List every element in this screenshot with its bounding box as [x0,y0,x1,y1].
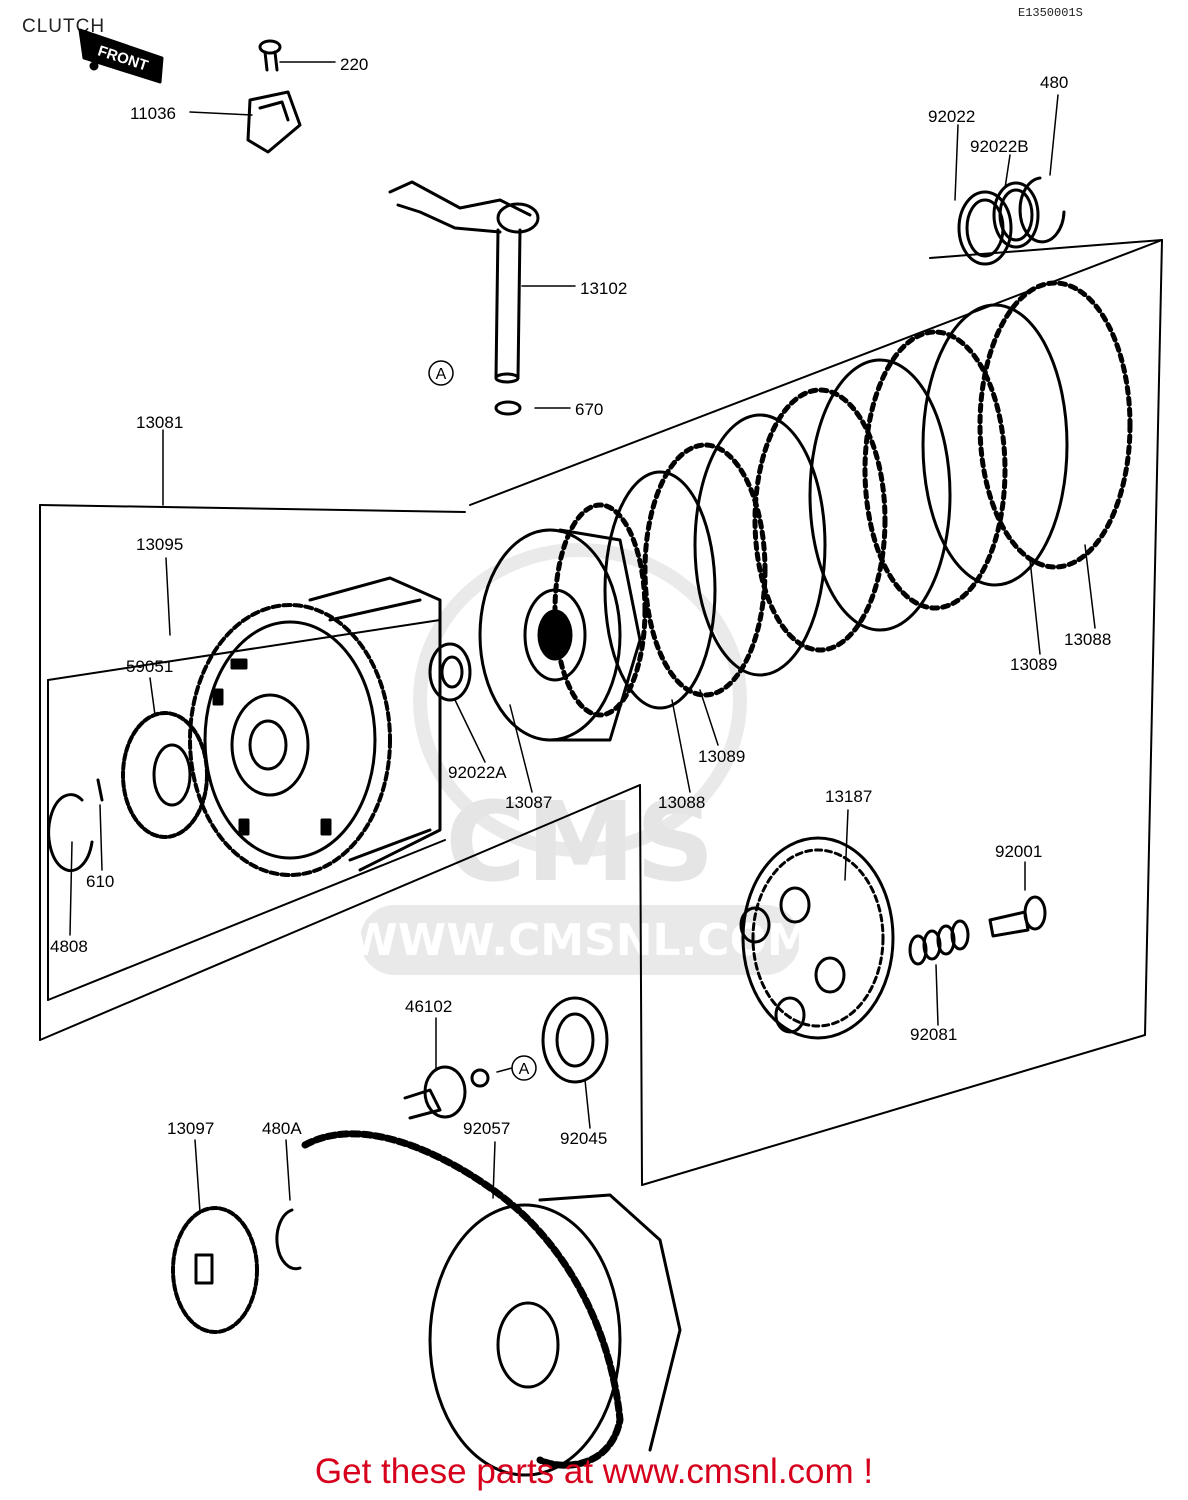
part-label-480: 480 [1040,73,1068,92]
part-label-670: 670 [575,400,603,419]
washer-670-part [494,400,522,416]
clutch-hub-13087-part [478,528,642,742]
footer-promo-text: Get these parts at www.cmsnl.com ! [314,1452,874,1491]
watermark-brand: CMS [445,778,714,906]
ref-mark-a-circle-2 [511,1055,537,1081]
part-label-13102: 13102 [580,279,627,298]
release-shaft-13102-part [388,180,540,384]
part-label-13088-upper: 13088 [1064,630,1111,649]
ref-mark-a-2: A [519,1061,530,1078]
part-label-92001: 92001 [995,842,1042,861]
front-direction-tag: FRONT [78,28,164,84]
part-label-92022a: 92022A [448,763,507,782]
assembly-boundary-lines [39,239,1163,1186]
part-label-220: 220 [340,55,368,74]
part-label-92022b: 92022B [970,137,1029,156]
sprocket-59051-part [121,711,209,839]
bearing-92045-part [541,996,609,1084]
part-label-13088-lower: 13088 [658,793,705,812]
spring-92081-part [908,919,970,966]
circlip-480a-part [275,1208,302,1271]
part-label-92057: 92057 [463,1119,510,1138]
part-label-92045: 92045 [560,1129,607,1148]
primary-chain-92057-part [301,1130,682,1477]
part-label-4808: 4808 [50,937,88,956]
part-label-92022: 92022 [928,107,975,126]
clutch-plate-stack [552,280,1133,718]
ref-mark-a-circle-1 [428,360,454,386]
part-label-59051: 59051 [126,657,173,676]
ref-mark-a-1: A [436,366,447,383]
leader-lines [69,61,1096,1213]
part-label-610: 610 [86,872,114,891]
part-label-480a: 480A [262,1119,302,1138]
part-label-13087: 13087 [505,793,552,812]
circlip-4808-part [47,778,104,873]
bolt-92001-part [988,895,1047,938]
part-label-13089-lower: 13089 [698,747,745,766]
part-label-13187: 13187 [825,787,872,806]
part-label-13089-upper: 13089 [1010,655,1057,674]
part-label-13097: 13097 [167,1119,214,1138]
screw-220-part [258,39,282,72]
cms-watermark: CMS WWW.CMSNL.COM [349,543,811,975]
sprocket-13097-part [171,1206,259,1334]
part-label-11036: 11036 [130,104,176,123]
part-label-46102: 46102 [405,997,452,1016]
thrust-washer-92022a-part [428,642,472,702]
part-label-92081: 92081 [910,1025,957,1044]
clutch-housing-13095-part [188,576,442,877]
watermark-url: WWW.CMSNL.COM [349,915,811,966]
pressure-plate-13187-part [739,836,895,1040]
part-label-13095: 13095 [136,535,183,554]
push-rod-46102-part [403,1065,490,1120]
part-label-13081: 13081 [136,413,183,432]
bracket-11036-part [246,90,302,154]
diagram-code: E1350001S [1018,6,1083,20]
seal-set-92022-part [957,176,1066,266]
